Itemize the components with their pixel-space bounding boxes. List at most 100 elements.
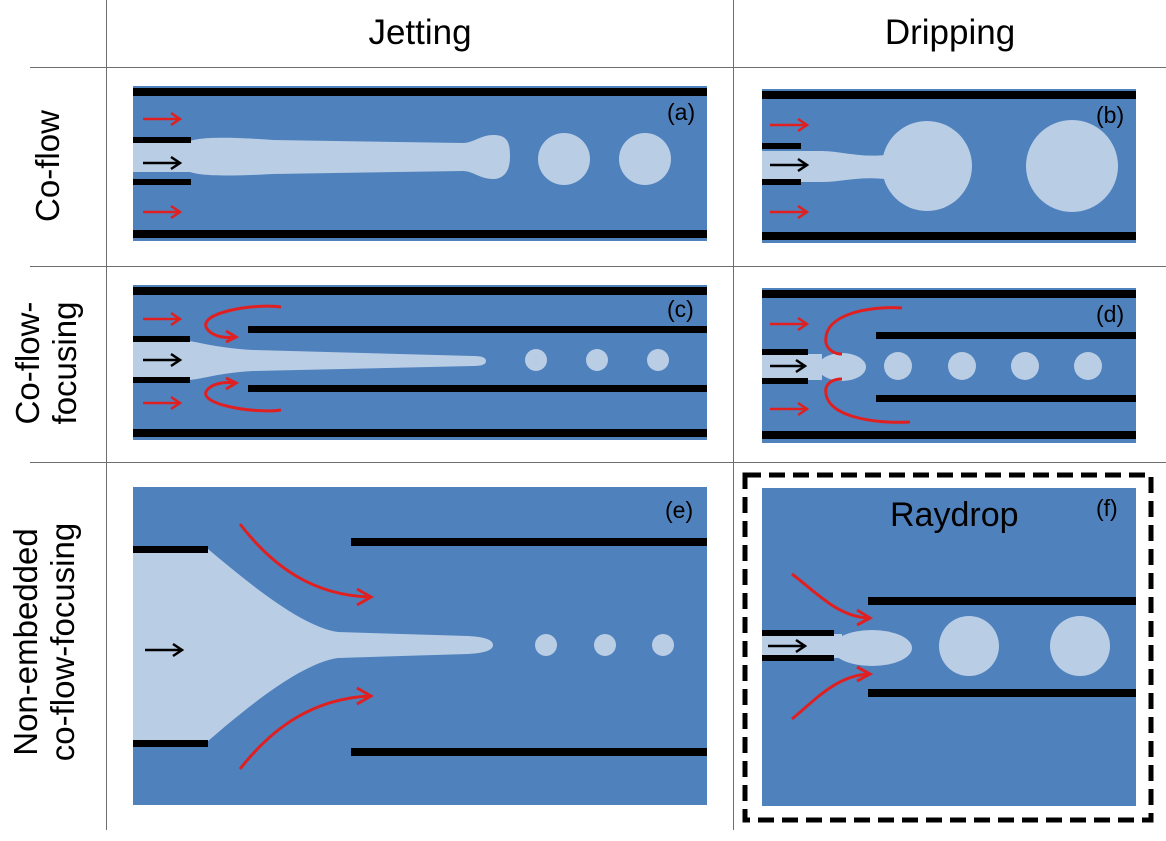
channel-wall-bottom (762, 431, 1136, 439)
droplet (948, 352, 976, 380)
focusing-flow-arrow (204, 381, 282, 413)
droplet (1011, 352, 1039, 380)
collection-tube-wall-top (868, 597, 1136, 605)
panel-e: (e) (133, 487, 707, 805)
focusing-flow-arrow-head (356, 587, 375, 607)
panel-title-raydrop: Raydrop (890, 496, 1019, 534)
droplet (525, 349, 547, 371)
panel-label-f: (f) (1096, 495, 1118, 521)
grid-line-middle (733, 0, 734, 830)
panel-label-b: (b) (1096, 102, 1124, 128)
forming-droplet (832, 630, 912, 666)
focusing-flow-arrow (791, 672, 869, 721)
panel-label-d: (d) (1096, 301, 1124, 327)
inner-capillary-wall-top (133, 137, 191, 143)
dispersed-jet (133, 135, 510, 179)
collection-tube-wall-bottom (876, 395, 1136, 402)
inner-capillary-wall-bottom (133, 740, 208, 747)
droplet (586, 349, 608, 371)
droplet (652, 634, 674, 656)
focusing-flow-arrow-head (225, 329, 240, 344)
dispersed-flow-arrow (770, 358, 808, 374)
droplet (884, 352, 912, 380)
grid-line-row2-bottom (30, 462, 1166, 463)
panel-c: (c) (133, 285, 707, 440)
row-header-non-embedded: Non-embedded co-flow-focusing (7, 502, 88, 782)
focusing-flow-arrow-head (856, 608, 874, 627)
channel-wall-top (762, 290, 1136, 298)
collection-tube-wall-top (876, 332, 1136, 339)
row-header-non-embedded-line2: co-flow-focusing (43, 522, 81, 762)
focusing-flow-arrow (791, 572, 869, 620)
column-header-dripping: Dripping (884, 13, 1016, 52)
focusing-flow-arrow (824, 306, 903, 356)
dispersed-flow-arrow (143, 352, 183, 368)
continuous-flow-arrow (770, 316, 810, 332)
continuous-flow-arrow (770, 401, 810, 417)
panel-f-highlight-frame (742, 472, 1154, 823)
row-header-co-flow-focusing: Co-flow- focusing (9, 278, 90, 448)
forming-droplet (818, 353, 866, 381)
inner-capillary-wall-top (133, 336, 190, 342)
channel-wall-bottom (762, 232, 1136, 240)
focusing-flow-arrow (204, 304, 282, 339)
inner-capillary-wall-bottom (133, 179, 191, 185)
panel-a: (a) (133, 86, 707, 241)
dispersed-flow-arrow (145, 642, 185, 658)
dispersed-flow-arrow (143, 155, 183, 171)
inner-capillary-wall-top (133, 546, 208, 553)
highlight-dashed-border (742, 472, 1154, 823)
collection-tube-wall-top (351, 538, 707, 546)
forming-droplet (882, 121, 972, 211)
row-header-co-flow-focusing-line1: Co-flow- (9, 301, 46, 425)
focusing-flow-arrow (238, 523, 370, 599)
droplet (647, 349, 669, 371)
droplet (538, 133, 590, 185)
droplet (939, 616, 999, 676)
row-header-co-flow: Co-flow (29, 71, 70, 261)
panel-label-a: (a) (667, 99, 695, 125)
channel-wall-top (133, 287, 707, 295)
panel-label-c: (c) (667, 296, 694, 322)
focusing-flow-arrow (238, 694, 370, 770)
row-header-non-embedded-line1: Non-embedded (7, 528, 44, 756)
inner-capillary-wall-top (762, 143, 801, 149)
inner-capillary-wall-bottom (762, 179, 801, 185)
continuous-flow-arrow (143, 311, 183, 327)
focusing-flow-arrow (824, 377, 911, 424)
channel-wall-bottom (133, 429, 707, 437)
inner-capillary-wall-bottom (762, 378, 808, 384)
grid-line-left (106, 0, 107, 830)
continuous-flow-arrow (143, 395, 183, 411)
focusing-flow-arrow-head (856, 665, 874, 683)
inner-capillary-wall-top (762, 349, 808, 355)
droplet (1050, 616, 1110, 676)
collection-tube-wall-bottom (351, 748, 707, 756)
inner-capillary-wall-bottom (133, 377, 190, 383)
row-header-co-flow-line1: Co-flow (29, 110, 66, 222)
continuous-flow-arrow (143, 111, 183, 127)
continuous-flow-arrow (143, 204, 183, 220)
droplet (535, 634, 557, 656)
channel-wall-top (133, 88, 707, 96)
grid-line-row1-bottom (30, 266, 1166, 267)
focusing-flow-arrow-head (225, 376, 240, 391)
inner-capillary-wall-top (762, 630, 834, 636)
inner-capillary-wall-bottom (762, 655, 834, 661)
droplet (1026, 120, 1118, 212)
grid-line-header-bottom (30, 67, 1166, 68)
channel-wall-top (762, 91, 1136, 99)
panel-d: (d) (762, 288, 1136, 443)
column-header-jetting: Jetting (368, 13, 472, 52)
droplet (594, 634, 616, 656)
focusing-flow-arrow-head (356, 686, 375, 706)
collection-tube-wall-bottom (868, 689, 1136, 697)
channel-wall-bottom (133, 230, 707, 238)
dispersed-neck (762, 151, 902, 182)
continuous-flow-arrow (770, 204, 810, 220)
row-header-co-flow-focusing-line2: focusing (45, 301, 83, 425)
panel-label-e: (e) (665, 497, 693, 523)
dispersed-cone-jet (133, 549, 493, 741)
dispersed-flow-arrow (768, 638, 808, 654)
panel-b: (b) (762, 89, 1136, 243)
